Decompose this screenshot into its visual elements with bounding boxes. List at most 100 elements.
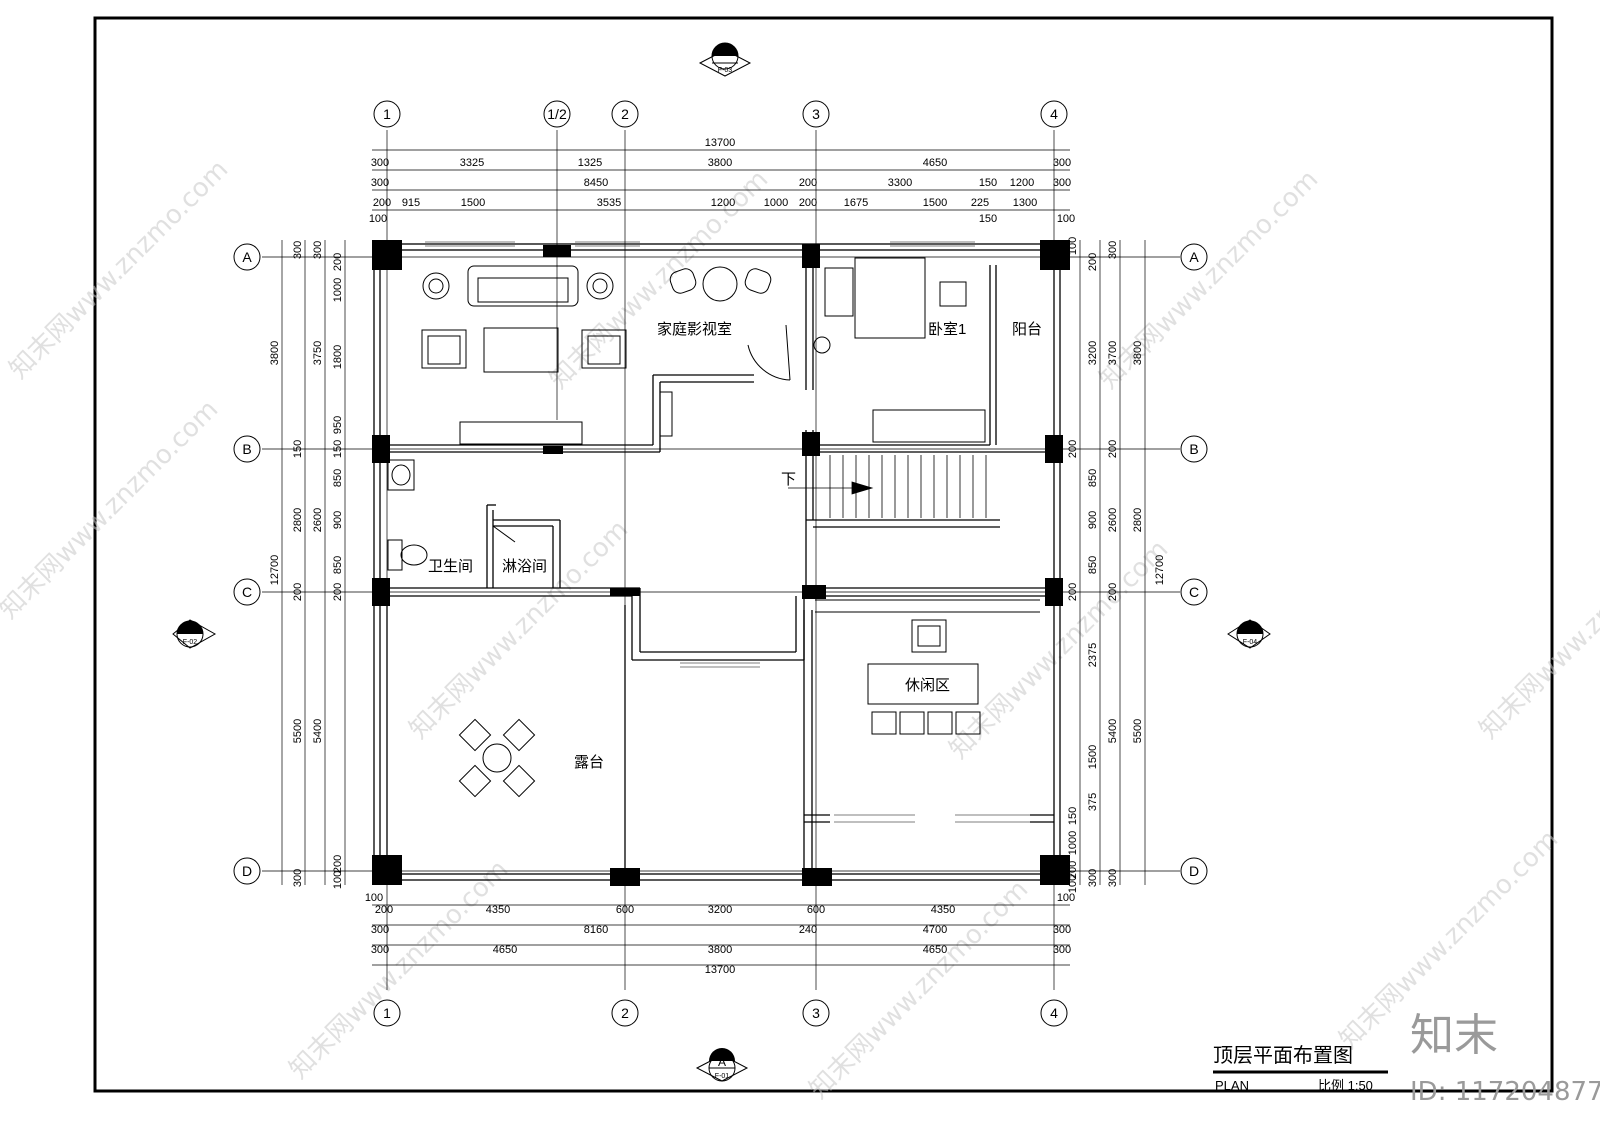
dimension-value: 240 [799,924,817,936]
axis-label-3-bottom: 3 [812,1005,820,1021]
dimension-value: 300 [371,157,389,169]
watermark: 知末网www.znzmo.com [404,514,635,745]
axis-bubbles-top [373,100,1068,128]
watermark: 知末网www.znzmo.com [0,394,224,625]
stair-down-label: 下 [781,471,796,488]
drawing-frame [93,16,1554,1093]
axis-label-3: 3 [812,106,820,122]
axis-label-B-right: B [1189,441,1198,457]
dimension-value: 100 [1057,892,1075,904]
axis-label-1-bottom: 1 [383,1005,391,1021]
dimension-value: 1000 [332,278,344,302]
dimension-value: 950 [332,416,344,434]
dimension-value: 915 [402,197,420,209]
room-label-terrace: 露台 [574,754,604,771]
dimension-value: 4350 [486,904,510,916]
dimension-value: 300 [371,944,389,956]
dimension-value: 8160 [584,924,608,936]
dimension-value: 300 [1107,869,1119,887]
windows [425,241,1030,823]
id-watermark: ID: 1172048772 [1410,1077,1600,1107]
drawing-scale: 比例 1:50 [1318,1078,1373,1093]
columns [372,240,1070,886]
dimension-value: 2375 [1087,643,1099,667]
dimension-value: 900 [332,511,344,529]
watermark: 知末网www.znzmo.com [804,874,1035,1105]
dimension-value: 3325 [460,157,484,169]
axis-bubbles-bottom [373,999,1068,1027]
dimension-value: 3800 [1132,341,1144,365]
dimension-value: 300 [1053,924,1071,936]
section-letter: C [721,43,730,57]
dim-left-mid: 300 3750 150 2600 200 5400 300 [292,241,324,887]
axis-label-A-right: A [1189,249,1199,265]
dimension-value: 200 [1087,253,1099,271]
watermark: 知末网www.znzmo.com [4,154,235,385]
dimension-lines [281,149,1146,966]
axis-label-4: 4 [1050,106,1058,122]
room-label-shower: 淋浴间 [502,558,547,575]
room-label-balcony: 阳台 [1012,321,1042,338]
section-letter: D [1246,621,1255,635]
brand-logo-text: 知末 [1410,1010,1498,1061]
dimension-value: 2600 [1107,508,1119,532]
dim-row-bottom-3: 300 4650 3800 4650 300 [371,944,1071,956]
section-letter: A [718,1055,726,1069]
dimension-value: 4650 [923,157,947,169]
dimension-value: 12700 [1154,555,1166,586]
dimension-value: 225 [971,197,989,209]
dimension-value: 200 [292,583,304,601]
drawing-subtitle: PLAN [1215,1078,1249,1093]
section-mark-left: B F-02 [172,619,217,649]
section-mark-right: D F-04 [1227,619,1271,649]
dimension-value: 4650 [923,944,947,956]
dimension-value: 4700 [923,924,947,936]
dimension-value: 1200 [711,197,735,209]
dim-row-top-2: 300 3325 1325 3800 4650 300 [371,157,1071,169]
bathroom-furniture [387,459,516,571]
dim-row-top-3: 300 8450 200 3300 150 1200 300 [371,177,1071,189]
dim-right-outer: 3800 2800 5500 12700 [1132,341,1166,743]
section-sheet: F-02 [183,639,198,646]
room-label-toilet: 卫生间 [428,558,473,575]
dimension-value: 3300 [888,177,912,189]
section-sheet: F-03 [718,67,733,74]
dim-left-outer: 3800 2800 5500 12700 [269,341,304,743]
axis-label-D-left: D [242,863,252,879]
dimension-value: 300 [292,241,304,259]
dimension-value: 200 [332,253,344,271]
dimension-value: 5400 [312,719,324,743]
dimension-value: 1675 [844,197,868,209]
dimension-value: 1000 [764,197,788,209]
dim-total-bottom: 13700 [705,964,736,976]
dimension-value: 300 [1053,177,1071,189]
section-mark-top: C F-03 [698,42,752,77]
dimension-value: 100 [332,871,344,889]
dimension-value: 8450 [584,177,608,189]
axis-label-2-bottom: 2 [621,1005,629,1021]
dimension-value: 200 [799,177,817,189]
axis-label-A-left: A [242,249,252,265]
dimension-value: 200 [1067,583,1079,601]
axis-label-1-2: 1/2 [547,106,567,122]
dimension-value: 200 [373,197,391,209]
dimension-value: 150 [332,440,344,458]
section-mark-bottom: A F-01 [695,1048,749,1082]
dimension-value: 4650 [493,944,517,956]
dimension-value: 200 [1107,583,1119,601]
dimension-value: 100 [1057,213,1075,225]
dimension-value: 600 [616,904,634,916]
dimension-value: 1300 [1013,197,1037,209]
dimension-value: 1000 [1067,831,1079,855]
dimension-value: 150 [979,177,997,189]
dimension-value: 850 [1087,469,1099,487]
dimension-value: 2800 [1132,508,1144,532]
dimension-value: 300 [312,241,324,259]
dimension-value: 3535 [597,197,621,209]
dimension-value: 3200 [708,904,732,916]
dimension-value: 5500 [1132,719,1144,743]
dimension-value: 100 [369,213,387,225]
dimension-value: 4350 [931,904,955,916]
home-theater-furniture [421,265,791,445]
